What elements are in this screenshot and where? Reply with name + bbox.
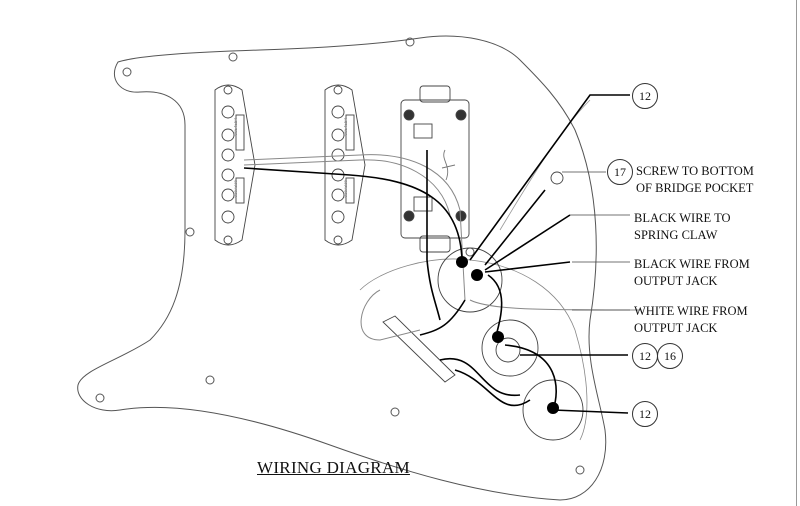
middle-pickup-code-2: 0167316 [344,180,349,198]
callout-12-top: 12 [632,83,658,109]
label-line: OF BRIDGE POCKET [636,181,754,195]
label-black-wire-spring-claw: BLACK WIRE TO SPRING CLAW [634,210,731,244]
black-wires [243,94,630,414]
page-edge [796,0,797,506]
label-line: OUTPUT JACK [634,274,718,288]
label-line: BLACK WIRE FROM [634,257,750,271]
middle-pickup [324,84,366,246]
diagram-title: WIRING DIAGRAM [257,458,410,477]
body-cavity-line [499,99,591,231]
label-line: SCREW TO BOTTOM [636,164,754,178]
screw-holes [95,37,585,475]
label-line: OUTPUT JACK [634,321,718,335]
leader-lines [562,171,630,311]
callout-12-mid: 12 [632,343,658,369]
pickguard-inner-line [359,258,588,441]
controls [382,171,584,441]
white-wires [243,154,641,341]
pickguard-outline [77,35,607,501]
neck-pickup [214,84,256,246]
neck-pickup-code-2: 0167316 [234,180,239,198]
label-white-wire-output-jack: WHITE WIRE FROM OUTPUT JACK [634,303,748,337]
neck-pickup-code-1: 0054594 [234,118,239,136]
middle-pickup-code-1: 0054594 [344,118,349,136]
label-line: SPRING CLAW [634,228,718,242]
callout-12-bottom: 12 [632,401,658,427]
label-black-wire-output-jack: BLACK WIRE FROM OUTPUT JACK [634,256,750,290]
solder-points [456,256,559,414]
label-line: BLACK WIRE TO [634,211,731,225]
callout-17: 17 [607,159,633,185]
fender-logo [441,149,456,181]
label-screw-bridge-pocket: SCREW TO BOTTOM OF BRIDGE POCKET [636,163,754,197]
label-line: WHITE WIRE FROM [634,304,748,318]
callout-16: 16 [657,343,683,369]
